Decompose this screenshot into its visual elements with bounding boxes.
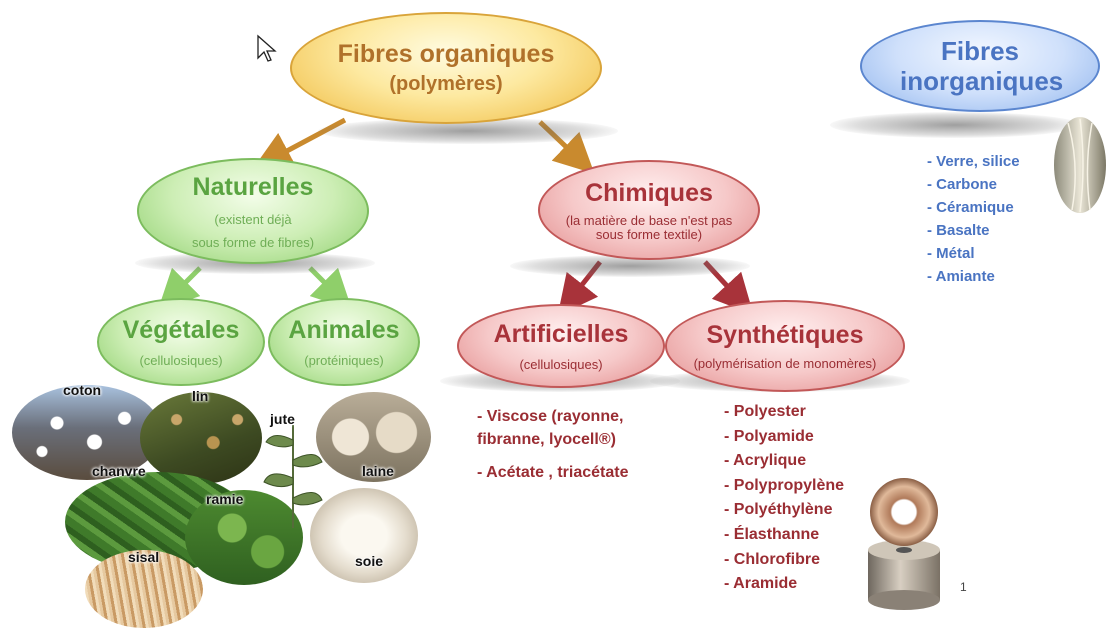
- chimiques-subtitle: (la matière de base n'est pas sous forme…: [558, 214, 740, 242]
- soie-label: soie: [355, 553, 383, 569]
- coton-label: coton: [63, 382, 101, 398]
- list-item: - Amiante: [927, 265, 1020, 288]
- inorganic-shadow: [830, 112, 1080, 138]
- root-node: Fibres organiques (polymères): [290, 12, 602, 124]
- inorganic-node: Fibres inorganiques: [860, 20, 1100, 112]
- page-number: 1: [960, 580, 967, 594]
- synthetiques-title: Synthétiques: [707, 321, 864, 350]
- synthetiques-subtitle: (polymérisation de monomères): [694, 356, 877, 371]
- mouse-cursor-icon: [256, 34, 278, 64]
- list-item: - Chlorofibre: [724, 548, 844, 573]
- vegetales-node: Végétales (cellulosiques): [97, 298, 265, 386]
- list-item: - Aramide: [724, 572, 844, 597]
- list-item: - Acrylique: [724, 449, 844, 474]
- inorganic-title: Fibres inorganiques: [900, 36, 1060, 96]
- artificielles-title: Artificielles: [494, 320, 629, 349]
- jute-label: jute: [270, 411, 295, 427]
- list-item: - Polyéthylène: [724, 498, 844, 523]
- inorganic-list: - Verre, silice - Carbone - Céramique - …: [927, 150, 1020, 288]
- synthetiques-list: - Polyester - Polyamide - Acrylique - Po…: [724, 400, 844, 597]
- animales-node: Animales (protéiniques): [268, 298, 420, 386]
- naturelles-node: Naturelles (existent déjà sous forme de …: [137, 158, 369, 264]
- animales-title: Animales: [288, 316, 399, 345]
- list-item: - Polyamide: [724, 425, 844, 450]
- artificielles-subtitle: (cellulosiques): [519, 357, 602, 372]
- yarn-spools-image: [860, 470, 950, 610]
- list-item: - Acétate , triacétate: [477, 461, 687, 484]
- naturelles-title: Naturelles: [193, 173, 314, 202]
- naturelles-subtitle-1: (existent déjà: [214, 212, 291, 227]
- list-item: - Verre, silice: [927, 150, 1020, 173]
- list-item: - Céramique: [927, 196, 1020, 219]
- vegetales-title: Végétales: [123, 316, 240, 345]
- sisal-label: sisal: [128, 549, 159, 565]
- naturelles-subtitle-2: sous forme de fibres): [192, 235, 314, 250]
- list-item: - Carbone: [927, 173, 1020, 196]
- glass-fibre-image: [1050, 115, 1110, 215]
- animales-subtitle: (protéiniques): [304, 353, 384, 368]
- list-item: - Basalte: [927, 219, 1020, 242]
- lin-label: lin: [192, 388, 208, 404]
- chimiques-node: Chimiques (la matière de base n'est pas …: [538, 160, 760, 260]
- ramie-label: ramie: [206, 491, 243, 507]
- root-title: Fibres organiques: [338, 40, 555, 69]
- artificielles-list: - Viscose (rayonne, fibranne, lyocell®) …: [477, 405, 687, 484]
- chimiques-title: Chimiques: [585, 179, 713, 208]
- synthetiques-node: Synthétiques (polymérisation de monomère…: [665, 300, 905, 392]
- list-item: - Viscose (rayonne, fibranne, lyocell®): [477, 405, 687, 451]
- list-item: - Polypropylène: [724, 474, 844, 499]
- list-item: - Élasthanne: [724, 523, 844, 548]
- jute-plant-image: [258, 420, 328, 530]
- lin-photo: [140, 392, 262, 484]
- laine-label: laine: [362, 463, 394, 479]
- list-item: - Métal: [927, 242, 1020, 265]
- root-subtitle: (polymères): [389, 73, 502, 96]
- artificielles-node: Artificielles (cellulosiques): [457, 304, 665, 388]
- list-item: - Polyester: [724, 400, 844, 425]
- chanvre-label: chanvre: [92, 463, 146, 479]
- vegetales-subtitle: (cellulosiques): [139, 353, 222, 368]
